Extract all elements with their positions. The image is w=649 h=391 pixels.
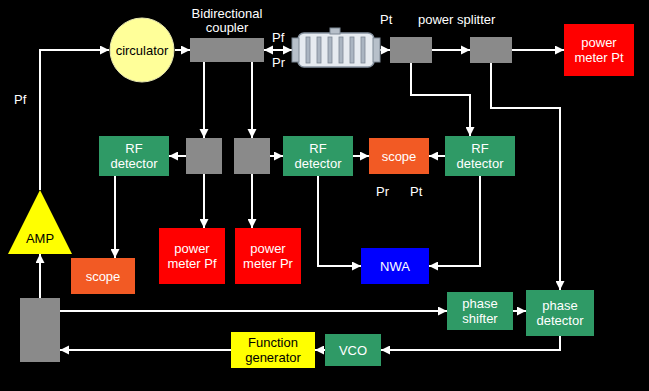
shifter-box: phase shifter [447, 292, 513, 330]
signal-label-holder: Pf [272, 30, 284, 45]
cavity-cell [317, 37, 321, 63]
node-text: RF detector [104, 141, 164, 171]
signal-connector [114, 176, 116, 258]
cavity-cell [350, 37, 354, 63]
signal-label-holder: Pt [380, 12, 392, 27]
node-text: VCO [330, 343, 376, 358]
signal-connector [315, 349, 325, 351]
cavity-cell [306, 37, 310, 63]
signal-label: Pf [272, 30, 284, 45]
amplifier-shape [8, 190, 72, 254]
node-text: scope [374, 149, 424, 164]
node-text: circulator [114, 43, 170, 58]
generator-box: Function generator [231, 332, 315, 368]
signal-connector [264, 50, 560, 290]
node-text: Function generator [236, 335, 310, 365]
detector-box: RF detector [445, 136, 515, 176]
amplifier-triangle: AMP [8, 190, 72, 254]
splitter-box [390, 37, 432, 63]
power-meter-box: power meter Pf [159, 228, 225, 284]
detector-box: RF detector [283, 136, 353, 176]
node-text: phase shifter [452, 296, 508, 326]
cavity-cell [339, 37, 343, 63]
signal-label: Pr [376, 184, 389, 199]
splitter-box [470, 37, 512, 63]
splitter-box [186, 138, 222, 174]
node-text: power meter Pf [164, 241, 220, 271]
node-text: power meter Pr [240, 241, 296, 271]
power-meter-box: power meter Pr [235, 228, 301, 284]
signal-label-holder: power splitter [418, 12, 495, 27]
cavity-port [330, 28, 340, 34]
signal-label: Pf [14, 92, 26, 107]
signal-label-holder: Pr [272, 55, 285, 70]
node-text: power meter Pt [569, 35, 629, 65]
node-text: NWA [366, 259, 424, 274]
splitter-box [234, 138, 270, 174]
arrow-head [264, 46, 273, 55]
signal-connector [429, 155, 445, 157]
signal-label: Pr [272, 55, 285, 70]
scope-box: scope [71, 258, 135, 294]
signal-label-holder: Pf [14, 92, 26, 107]
signal-connector [429, 176, 480, 266]
node-text: AMP [13, 231, 67, 246]
detector-box: RF detector [99, 136, 169, 176]
phase-detector-box: phase detector [526, 290, 594, 336]
coupler-box: Bidirectional coupler [190, 38, 264, 62]
node-text: Bidirectional coupler [172, 7, 282, 35]
signal-label: Pt [410, 184, 422, 199]
node-text: RF detector [450, 141, 510, 171]
cavity-body [298, 33, 374, 67]
signal-label: Pt [380, 12, 392, 27]
signal-connector [513, 310, 526, 312]
arrow-head [248, 129, 257, 138]
splitter-box [20, 298, 60, 362]
signal-connector [353, 155, 369, 157]
cavity-illustration [292, 28, 380, 67]
cavity-cell [361, 37, 365, 63]
scope-box: scope [369, 138, 429, 174]
cavity-cell [328, 37, 332, 63]
power-meter-box: power meter Pt [564, 24, 634, 76]
cavity-flange [292, 38, 299, 62]
vco-box: VCO [325, 334, 381, 366]
arrow-head [200, 129, 209, 138]
arrow-head [381, 46, 390, 55]
analyzer-box: NWA [361, 248, 429, 284]
arrow-head [461, 46, 470, 55]
node-text: phase detector [531, 298, 589, 328]
signal-label-holder: Pr [376, 184, 389, 199]
arrow-head [60, 346, 69, 355]
node-text: scope [76, 269, 130, 284]
signal-connector [381, 336, 560, 350]
signal-connector [175, 49, 190, 51]
arrow-head [283, 46, 292, 55]
circulator-circle: circulator [109, 17, 175, 83]
signal-label: power splitter [418, 12, 495, 27]
signal-connector [318, 176, 361, 266]
circulator-shape [110, 18, 174, 82]
cavity-flange [373, 38, 380, 62]
node-text: RF detector [288, 141, 348, 171]
signal-label-holder: Pt [410, 184, 422, 199]
